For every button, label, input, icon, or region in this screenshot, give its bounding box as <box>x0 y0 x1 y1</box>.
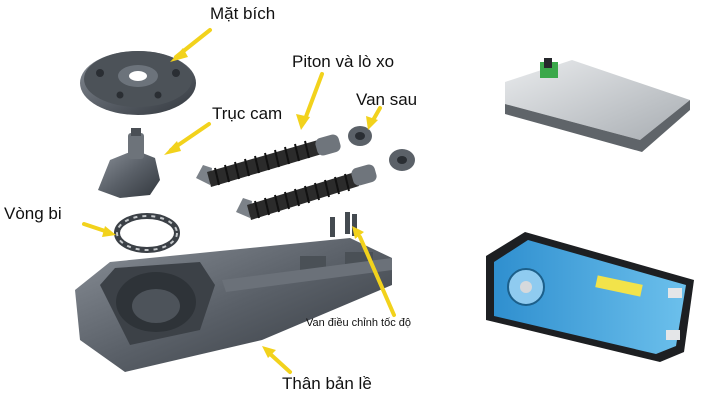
label-piston-spring: Piton và lò xo <box>292 52 395 71</box>
flange-part <box>80 51 196 115</box>
yellow-arrow-icon <box>170 28 212 62</box>
yellow-arrow-icon <box>366 106 382 130</box>
rear-valve-part <box>348 126 415 171</box>
label-bearing: Vòng bi <box>4 204 62 223</box>
yellow-arrow-icon <box>262 346 292 374</box>
assembled-hinge-cover <box>505 58 690 152</box>
yellow-arrow-icon <box>164 122 211 155</box>
piston-spring-upper <box>196 134 341 187</box>
label-hinge-body: Thân bản lề <box>282 374 372 393</box>
yellow-arrow-icon <box>352 226 396 317</box>
piston-spring-lower <box>236 164 377 220</box>
assembled-hinge-blue <box>486 232 694 362</box>
speed-valve-part <box>330 212 357 237</box>
hinge-body-part <box>75 238 392 372</box>
label-rear-valve: Van sau <box>356 90 418 109</box>
label-speed-valve: Van điều chỉnh tốc độ <box>306 317 411 329</box>
cam-shaft-part <box>98 128 160 198</box>
yellow-arrow-icon <box>296 72 324 130</box>
bearing-part <box>114 213 180 253</box>
yellow-arrow-icon <box>82 222 116 237</box>
label-cam-shaft: Trục cam <box>212 104 283 123</box>
label-flange: Mặt bích <box>210 4 276 23</box>
